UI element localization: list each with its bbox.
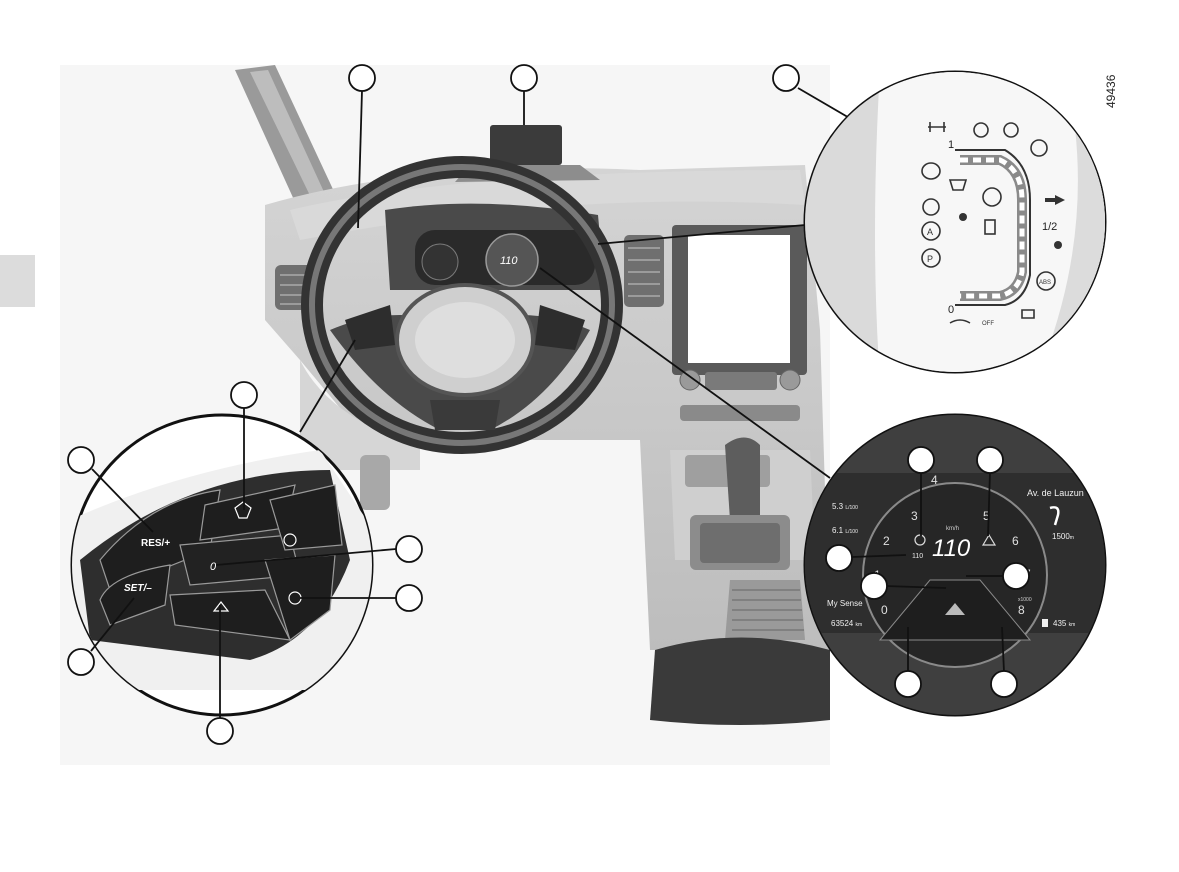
drive-mode: My Sense [827,599,863,608]
warning-tick-0: 0 [948,304,954,316]
speed-unit: km/h [946,526,959,532]
stability-off-icon [1003,122,1019,138]
warning-tick-1: 1 [948,139,954,151]
distance-set-icon [283,533,297,547]
traction-icon [973,122,989,138]
auto-label: A [927,227,933,237]
range: 435 km [1053,619,1075,628]
off-label: OFF [982,321,994,327]
airbag-icon [1054,241,1062,249]
dial-3: 3 [911,509,918,523]
chapter-tab [0,255,35,307]
res-label: RES/+ [141,538,170,549]
steering-wheel-icon [301,156,623,454]
dial-4: 4 [931,473,938,487]
auto-hold-icon [921,221,941,241]
engine-check-icon [1030,139,1048,157]
brake-warning-icon [982,187,1002,207]
park-brake-icon [921,248,941,268]
dial-0: 0 [881,603,888,617]
cruise-control-icon [914,534,926,546]
nav-distance: 1500m [1052,532,1074,541]
warning-tick-half: 1/2 [1042,221,1057,233]
street-name: Av. de Lauzun [1027,488,1084,498]
windscreen-icon [490,125,562,165]
turn-right-icon [1045,195,1065,205]
fuel-icon [1042,619,1048,627]
lane-assist-icon [981,533,997,546]
odometer: 63524 km [831,619,862,628]
dial-8: 8 [1018,603,1025,617]
rpm-unit: x1000 [1018,597,1032,603]
consumption-2: 6.1 L/100 [832,526,858,535]
cruise-control-panel: RES/+ SET/– 0 [70,408,397,719]
dial-2: 2 [883,534,890,548]
seat-occupancy-icon [959,213,967,221]
stop-start-icon [949,319,971,324]
steering-warning-icon [922,198,940,216]
tyre-pressure-icon [948,179,968,191]
cruise-control-icon [234,501,252,519]
oil-icon [1021,309,1035,319]
speed-readout: 110 [932,535,971,562]
set-label: SET/– [124,583,152,594]
consumption-1: 5.3 L/100 [832,502,858,511]
lane-assist-icon [212,601,230,612]
lane-departure-icon [921,162,941,180]
callout-markers [67,64,1030,745]
navigation-arrow-icon [1049,506,1060,526]
wrench-icon [928,122,946,132]
zero-label: 0 [210,561,217,573]
dial-5: 5 [983,509,990,523]
warning-lights-panel: 1 1/2 0 A P ABS [803,70,1107,374]
figure-id: 49436 [1104,74,1118,108]
abs-label: ABS [1039,280,1051,286]
fuel-icon [984,219,996,235]
svg-text:110: 110 [500,255,518,267]
dial-6: 6 [1012,534,1019,548]
set-speed: 110 [912,553,923,560]
abs-icon [1036,271,1056,291]
park-label: P [927,254,933,264]
cluster-panel: 4 3 2 1 0 5 6 7 8 x1000 km/h 110 110 Av.… [803,413,1107,717]
